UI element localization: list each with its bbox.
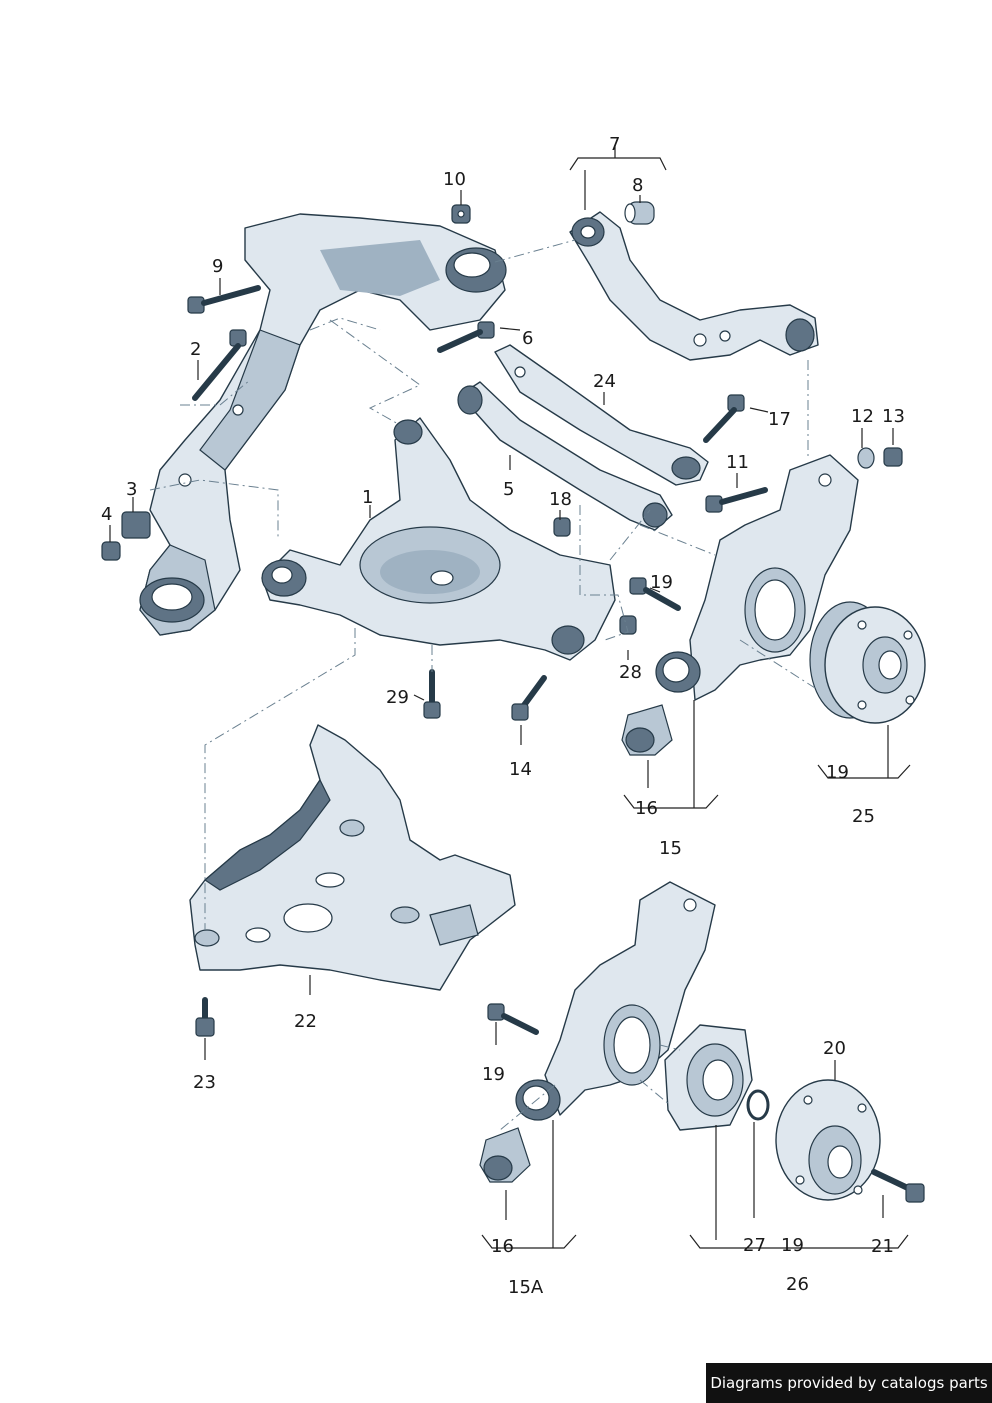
label-17: 17 [768, 409, 791, 430]
label-7: 7 [609, 134, 620, 155]
label-19-hub: 19 [826, 762, 849, 783]
bolt-21 [871, 1169, 925, 1203]
lateral-link-5 [457, 381, 673, 531]
label-1: 1 [362, 487, 373, 508]
bolt-19-upper [629, 577, 681, 611]
label-2: 2 [190, 339, 201, 360]
bolt-6 [437, 321, 495, 353]
label-12: 12 [851, 406, 874, 427]
nut-10 [451, 204, 471, 224]
label-10: 10 [443, 169, 466, 190]
label-24: 24 [593, 371, 616, 392]
label-22: 22 [294, 1011, 317, 1032]
assembly-guide-lines [149, 239, 816, 1131]
credit-banner: Diagrams provided by catalogs parts [706, 1363, 992, 1403]
nut-13 [883, 447, 903, 467]
label-23: 23 [193, 1072, 216, 1093]
bushing-8 [624, 201, 655, 225]
label-26: 26 [786, 1274, 809, 1295]
label-4: 4 [101, 504, 112, 525]
leader-lines [109, 145, 911, 1249]
bolt-17 [703, 394, 745, 443]
bearing-housing-26 [664, 1024, 753, 1131]
label-28: 28 [619, 662, 642, 683]
label-20: 20 [823, 1038, 846, 1059]
label-18: 18 [549, 489, 572, 510]
washer-12 [857, 447, 875, 469]
nut-28 [619, 615, 637, 635]
label-29: 29 [386, 687, 409, 708]
track-rod-24 [494, 344, 709, 486]
label-27: 27 [743, 1235, 766, 1256]
upper-control-arm [569, 211, 819, 361]
label-21: 21 [871, 1236, 894, 1257]
bolt-23 [195, 997, 215, 1037]
underbody-panel-22 [189, 724, 516, 991]
label-25: 25 [852, 806, 875, 827]
part-number-labels: 7 8 10 9 2 6 24 17 12 13 11 3 5 1 18 4 1… [101, 134, 905, 1298]
wheel-hub-20 [775, 1079, 881, 1201]
label-13: 13 [882, 406, 905, 427]
label-19-lower-hub: 19 [781, 1235, 804, 1256]
nut-4 [101, 541, 121, 561]
bolt-29 [423, 669, 441, 719]
label-11: 11 [726, 452, 749, 473]
bolt-2 [192, 329, 247, 401]
bolt-9 [187, 285, 261, 314]
bushing-16b [479, 1127, 531, 1183]
label-6: 6 [522, 328, 533, 349]
nut-18 [553, 517, 571, 537]
wheel-hub-25 [809, 601, 926, 724]
lower-spring-link [261, 417, 616, 661]
label-19-upper: 19 [650, 572, 673, 593]
label-15: 15 [659, 838, 682, 859]
nut-3 [121, 511, 151, 539]
label-9: 9 [212, 256, 223, 277]
label-19-lower: 19 [482, 1064, 505, 1085]
label-3: 3 [126, 479, 137, 500]
bolt-14 [511, 675, 547, 721]
seal-ring-27 [746, 1089, 770, 1121]
label-5: 5 [503, 479, 514, 500]
subframe [139, 213, 507, 636]
label-15a: 15A [508, 1277, 544, 1298]
label-8: 8 [632, 175, 643, 196]
bolt-19-lower [487, 1003, 539, 1035]
bushing-16a [621, 704, 673, 756]
label-14: 14 [509, 759, 532, 780]
label-16-upper: 16 [635, 798, 658, 819]
label-16-lower: 16 [491, 1236, 514, 1257]
bolt-11 [705, 487, 768, 513]
wheel-bearing-housing-15 [655, 454, 859, 701]
